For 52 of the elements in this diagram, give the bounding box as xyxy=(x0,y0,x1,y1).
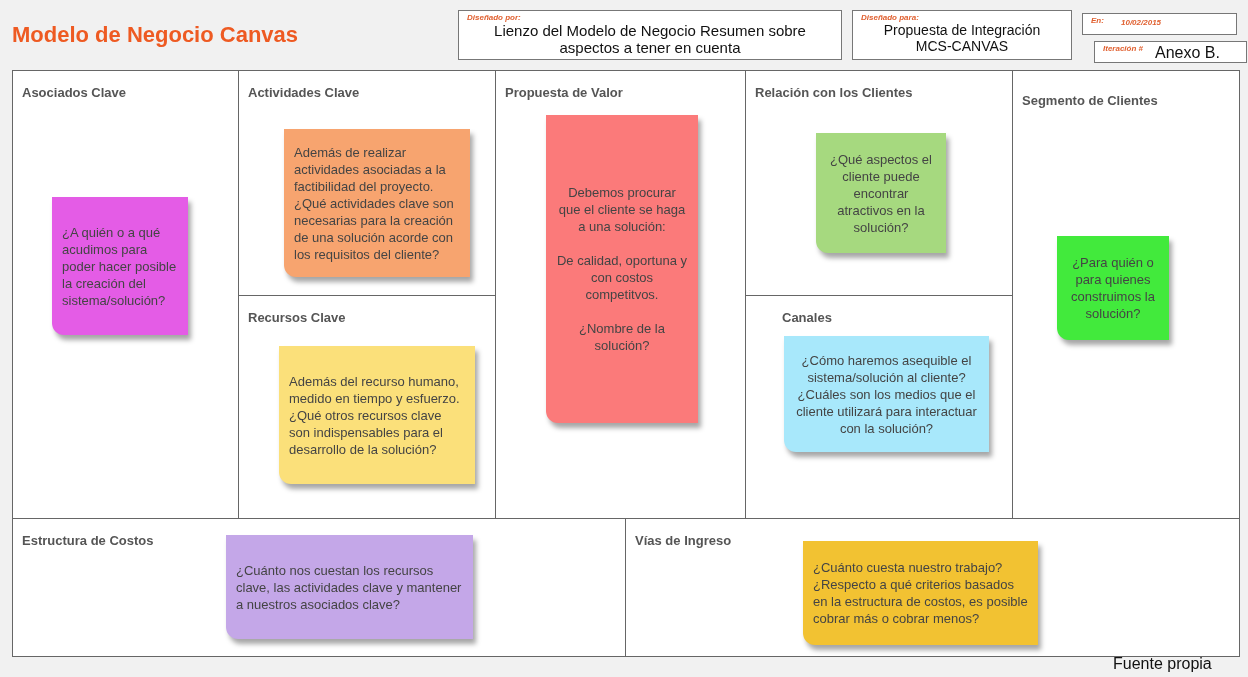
field-label: Diseñado para: xyxy=(861,13,919,22)
canvas-section xyxy=(745,295,1013,519)
field-value: Anexo B. xyxy=(1155,45,1221,61)
section-heading: Recursos Clave xyxy=(248,310,346,325)
sticky-note xyxy=(284,129,470,277)
field-label: En: xyxy=(1091,16,1104,25)
sticky-note xyxy=(546,115,698,423)
section-heading: Estructura de Costos xyxy=(22,533,154,548)
note-text: ¿Cómo haremos asequible el sistema/solución al cliente? ¿Cuáles son los medios que el cliente utilizará para interactuar con la solución? xyxy=(795,351,978,437)
canvas-section xyxy=(745,70,1013,296)
note-text: Además de realizar actividades asociadas a la factibilidad del proyecto. ¿Qué actividades clave son necesarias para la creación de una solución acorde con los requisitos del cliente? xyxy=(294,143,455,263)
sticky-note xyxy=(816,133,946,253)
canvas-section xyxy=(625,518,1240,657)
header-field xyxy=(1082,13,1237,35)
field-value: Propuesta de Integración MCS-CANVAS xyxy=(882,22,1042,54)
sticky-note xyxy=(784,336,989,452)
note-text: ¿Qué aspectos el cliente puede encontrar atractivos en la solución? xyxy=(829,150,933,236)
note-text: ¿Nombre de la solución? xyxy=(578,320,666,354)
sticky-note xyxy=(52,197,188,335)
note-text: ¿Cuánto cuesta nuestro trabajo? ¿Respecto a qué criterios basados en la estructura de costos, es posible cobrar más o cobrar menos? xyxy=(813,559,1028,627)
section-heading: Relación con los Clientes xyxy=(755,85,913,100)
canvas-section xyxy=(495,70,746,519)
note-text: Además del recurso humano, medido en tiempo y esfuerzo. ¿Qué otros recursos clave son indispensables para el desarrollo de la solución? xyxy=(289,372,461,458)
canvas-section xyxy=(1012,70,1240,519)
source-caption: Fuente propia xyxy=(1113,655,1212,673)
section-heading: Actividades Clave xyxy=(248,85,360,100)
canvas-section xyxy=(238,295,496,519)
field-label: Iteración # xyxy=(1103,44,1143,53)
section-heading: Propuesta de Valor xyxy=(505,85,623,100)
sticky-note xyxy=(279,346,475,484)
section-heading: Asociados Clave xyxy=(22,85,127,100)
sticky-note xyxy=(226,535,473,639)
field-value: 10/02/2015 xyxy=(1121,18,1163,27)
header-field xyxy=(458,10,842,60)
section-heading: Canales xyxy=(782,310,832,325)
canvas-section xyxy=(238,70,496,296)
sticky-note xyxy=(803,541,1038,645)
page-title: Modelo de Negocio Canvas xyxy=(12,22,299,48)
note-text: ¿A quién o a qué acudimos para poder hacer posible la creación del sistema/solución? xyxy=(62,223,178,309)
field-label: Diseñado por: xyxy=(467,13,521,22)
section-heading: Vías de Ingreso xyxy=(635,533,732,548)
header-field xyxy=(1094,41,1247,63)
canvas-section xyxy=(12,518,626,657)
sticky-note xyxy=(1057,236,1169,340)
note-text: De calidad, oportuna y con costos competitvos. xyxy=(556,252,688,303)
section-heading: Segmento de Clientes xyxy=(1022,93,1158,108)
note-text: Debemos procurar que el cliente se haga a una solución: xyxy=(557,184,687,235)
field-value: Lienzo del Modelo de Negocio Resumen sobre aspectos a tener en cuenta xyxy=(493,22,807,56)
header-field xyxy=(852,10,1072,60)
canvas-section xyxy=(12,70,239,519)
note-text: ¿Cuánto nos cuestan los recursos clave, las actividades clave y mantener a nuestros asociados clave? xyxy=(236,561,463,613)
note-text: ¿Para quién o para quienes construimos la solución? xyxy=(1070,254,1156,322)
